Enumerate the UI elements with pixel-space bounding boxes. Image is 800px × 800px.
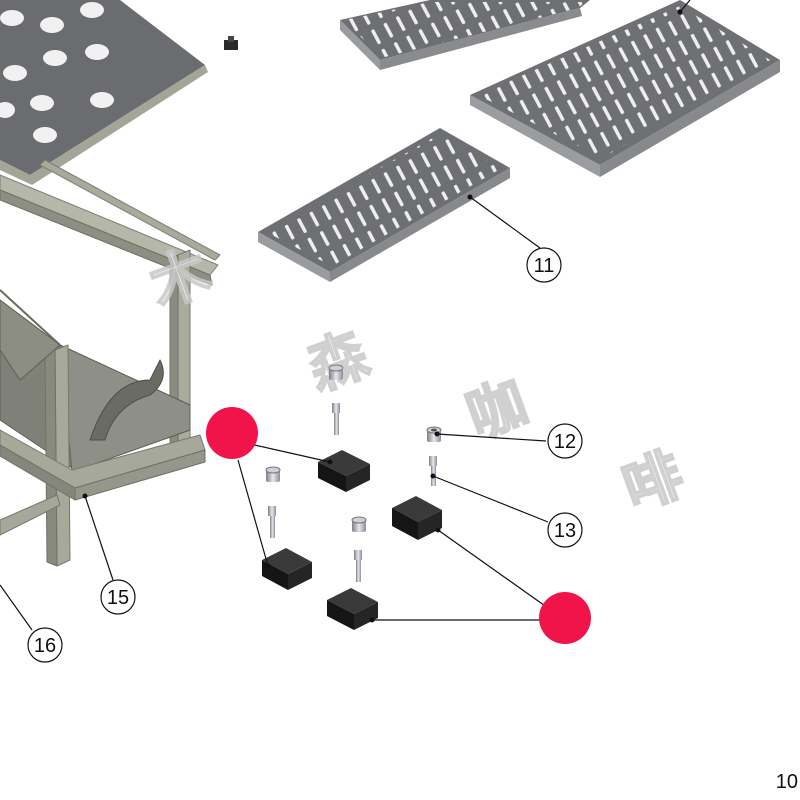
frame-assembly <box>0 159 221 567</box>
nut-part <box>265 466 281 482</box>
small-clip-part <box>224 36 238 50</box>
block-part <box>318 450 370 492</box>
block-part <box>262 548 312 590</box>
bolt-part <box>332 403 340 435</box>
bolt-part-13 <box>429 456 437 486</box>
callout-12: 12 <box>547 423 583 459</box>
red-marker-right <box>539 592 591 644</box>
rubber-blocks <box>262 450 442 630</box>
callout-16-label: 16 <box>34 635 56 657</box>
grating-plate-top-large <box>470 0 780 177</box>
block-part <box>327 588 378 630</box>
watermark: 木 森 咖 啡 <box>140 236 693 525</box>
callout-15-label: 15 <box>107 587 129 609</box>
bolt-part <box>268 506 276 538</box>
nuts <box>265 364 442 532</box>
callout-13: 13 <box>547 512 583 548</box>
grating-plate-top-small <box>340 0 590 70</box>
watermark-char-2: 森 <box>299 319 378 403</box>
callout-16: 16 <box>27 627 63 663</box>
callout-15: 15 <box>100 579 136 615</box>
leader-lines <box>0 0 691 631</box>
callout-11-label: 11 <box>534 255 555 277</box>
nut-part <box>351 516 367 532</box>
nut-part <box>328 364 344 380</box>
callout-12-label: 12 <box>554 431 576 453</box>
watermark-char-4: 啡 <box>614 440 692 524</box>
perforated-top-panel <box>0 0 208 185</box>
callout-11: 11 <box>526 247 562 283</box>
block-part <box>392 496 442 540</box>
bolt-part <box>354 550 362 582</box>
grating-plate-11 <box>258 128 510 282</box>
leader-dots <box>82 9 683 623</box>
page-number: 10 <box>775 771 798 793</box>
watermark-char-3: 咖 <box>458 368 536 452</box>
callout-13-label: 13 <box>554 520 576 542</box>
red-marker-left <box>206 407 258 459</box>
